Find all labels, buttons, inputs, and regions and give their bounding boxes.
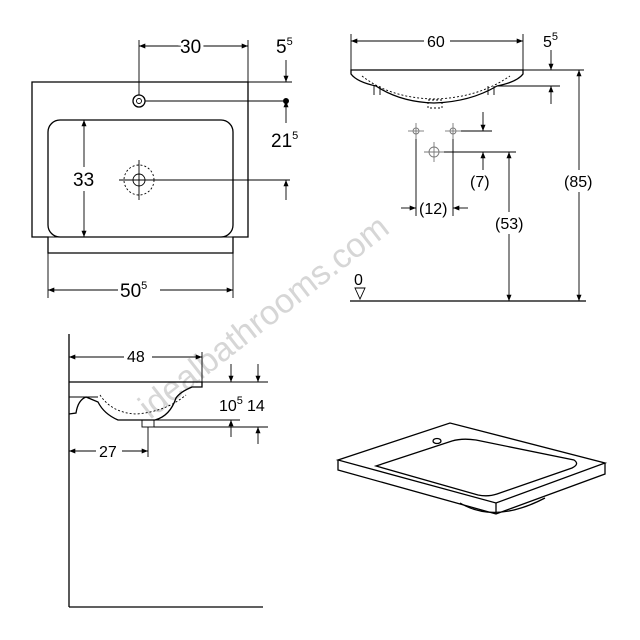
basin-3d-tap-hole xyxy=(432,437,442,445)
dim-33-label: 33 xyxy=(73,170,94,191)
front-view-elevation: 60 55 (7) (12) xyxy=(350,31,597,302)
dim-12-label: (12) xyxy=(419,201,447,218)
floor-zero-label: 0 xyxy=(354,272,363,289)
drain-symbol xyxy=(119,160,159,200)
top-view-plan: 30 55 215 33 505 xyxy=(31,34,298,302)
dim-60-label: 60 xyxy=(427,34,445,51)
dim-5-5-label: 55 xyxy=(276,36,293,58)
dim-21-5-label: 215 xyxy=(271,130,298,152)
dim-48-label: 48 xyxy=(127,349,145,366)
front-dim-5-5-label: 55 xyxy=(543,31,558,51)
dim-50-5-label: 505 xyxy=(120,280,147,302)
tap-position-crosses xyxy=(408,123,461,162)
dim-53-label: (53) xyxy=(495,216,523,233)
side-view-section: 48 105 14 27 xyxy=(68,334,268,608)
bowl-outline xyxy=(47,119,234,238)
watermark: idealbathrooms.com xyxy=(132,208,397,426)
basin-3d-top xyxy=(335,422,608,504)
basin-section xyxy=(350,69,524,104)
dim-85-label: (85) xyxy=(564,174,592,191)
dim-14-label: 14 xyxy=(247,398,265,415)
basin-3d-view xyxy=(335,422,608,515)
dim-10-5-label: 105 xyxy=(219,395,243,415)
basin-outline xyxy=(31,81,249,254)
basin-3d-bowl xyxy=(373,438,578,497)
dim-27-label: 27 xyxy=(99,444,117,461)
dim-30-label: 30 xyxy=(180,37,201,58)
dim-7-label: (7) xyxy=(470,174,490,191)
tap-hole xyxy=(132,94,146,108)
